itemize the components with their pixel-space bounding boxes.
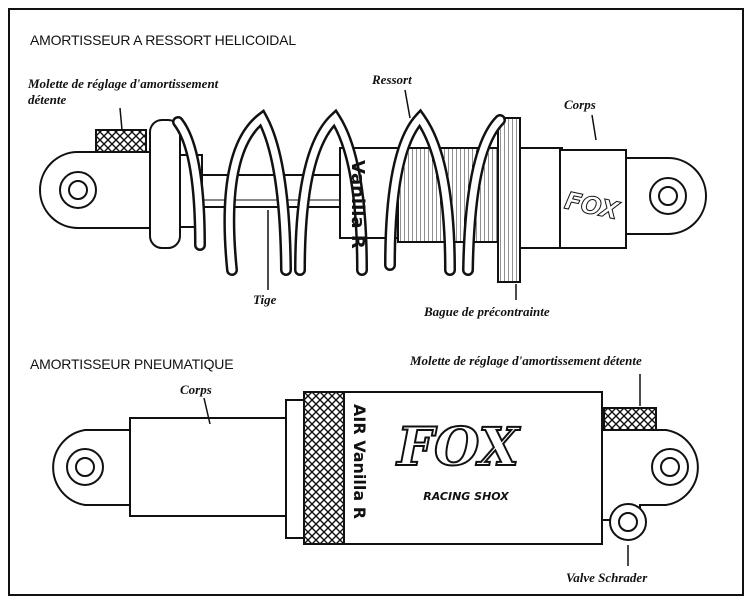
air-brand-subtext: RACING SHOX [423, 490, 509, 503]
air-shock-title: AMORTISSEUR PNEUMATIQUE [30, 356, 234, 372]
air-body [129, 417, 291, 517]
coil-rebound-knob-label-line2: détente [28, 92, 67, 107]
preload-ring [497, 117, 521, 283]
spring-retainer-top [149, 119, 181, 249]
spring [172, 108, 506, 276]
coil-leader-lines [119, 89, 597, 300]
air-shock: FOX RACING SHOX AIR Vanilla R [52, 374, 699, 566]
air-rebound-knob [603, 407, 657, 431]
schrader-valve-label: Valve Schrader [566, 570, 648, 585]
air-model-text: AIR Vanilla R [350, 404, 369, 519]
coil-rebound-knob-label: Molette de réglage d'amortissement déten… [28, 76, 218, 108]
air-can [343, 391, 603, 545]
rebound-knob [95, 129, 147, 153]
shaft [201, 174, 343, 208]
air-rebound-knob-label: Molette de réglage d'amortissement déten… [410, 353, 642, 368]
coil-rebound-knob-label-line1: Molette de réglage d'amortissement [28, 76, 219, 91]
coil-model-text: Vanilla R [347, 160, 368, 249]
coil-shock-title: AMORTISSEUR A RESSORT HELICOIDAL [30, 32, 296, 48]
preload-ring-label: Bague de précontrainte [424, 304, 550, 319]
air-body-label: Corps [180, 382, 212, 397]
spring-label: Ressort [372, 72, 412, 87]
shaft-label: Tige [253, 292, 277, 307]
air-leader-lines [203, 374, 641, 566]
coil-body-label: Corps [564, 97, 596, 112]
coil-shock: FOX Vanilla R [39, 89, 707, 300]
air-brand-text: FOX [395, 417, 521, 478]
knurled-collar [303, 391, 345, 545]
